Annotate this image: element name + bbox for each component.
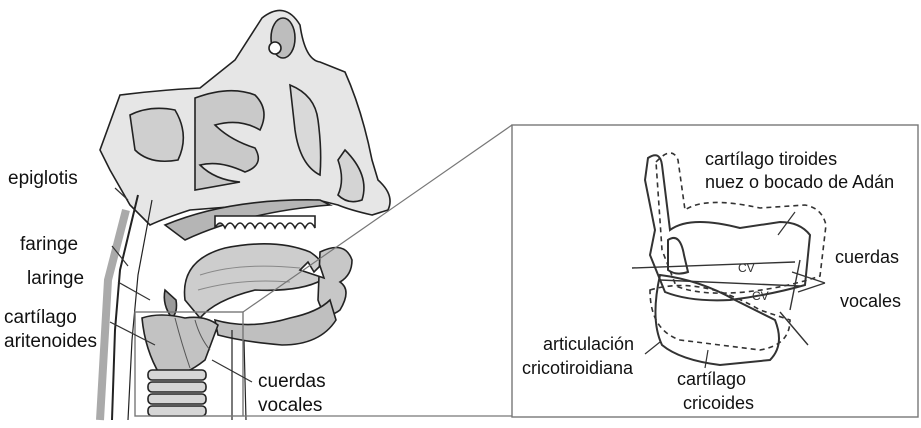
label-cuerdas-line1: cuerdas [258,371,326,392]
epiglottis [164,290,176,318]
vocal-cord-line-1 [632,262,795,268]
label-epiglotis: epiglotis [8,168,78,189]
label-tiroides-line2: nuez o bocado de Adán [705,172,894,192]
upper-teeth [215,216,315,228]
lips [318,248,352,315]
label-aritenoides-line1: cartílago [4,307,77,328]
label-cuerdas-right-line1: cuerdas [835,247,899,267]
right-leader-lines [645,212,825,368]
label-aritenoides-line2: aritenoides [4,331,97,352]
label-cuerdas-line2: vocales [258,395,322,416]
label-articulacion-line1: articulación [543,334,634,354]
arytenoid-cartilage [668,238,688,274]
label-cv-upper: CV [738,261,755,275]
label-laringe: laringe [27,268,84,289]
label-faringe: faringe [20,234,78,255]
label-tiroides-line1: cartílago tiroides [705,149,837,169]
label-articulacion-line2: cricotiroidiana [522,358,634,378]
head-section-illustration [100,10,390,420]
label-cuerdas-right-line2: vocales [840,291,901,311]
label-cv-lower: CV [752,289,769,303]
right-labels: cartílago tiroides nuez o bocado de Adán… [522,149,901,413]
label-cricoides-line1: cartílago [677,369,746,389]
label-cricoides-line2: cricoides [683,393,754,413]
jaw [215,300,336,345]
trachea [148,370,206,416]
